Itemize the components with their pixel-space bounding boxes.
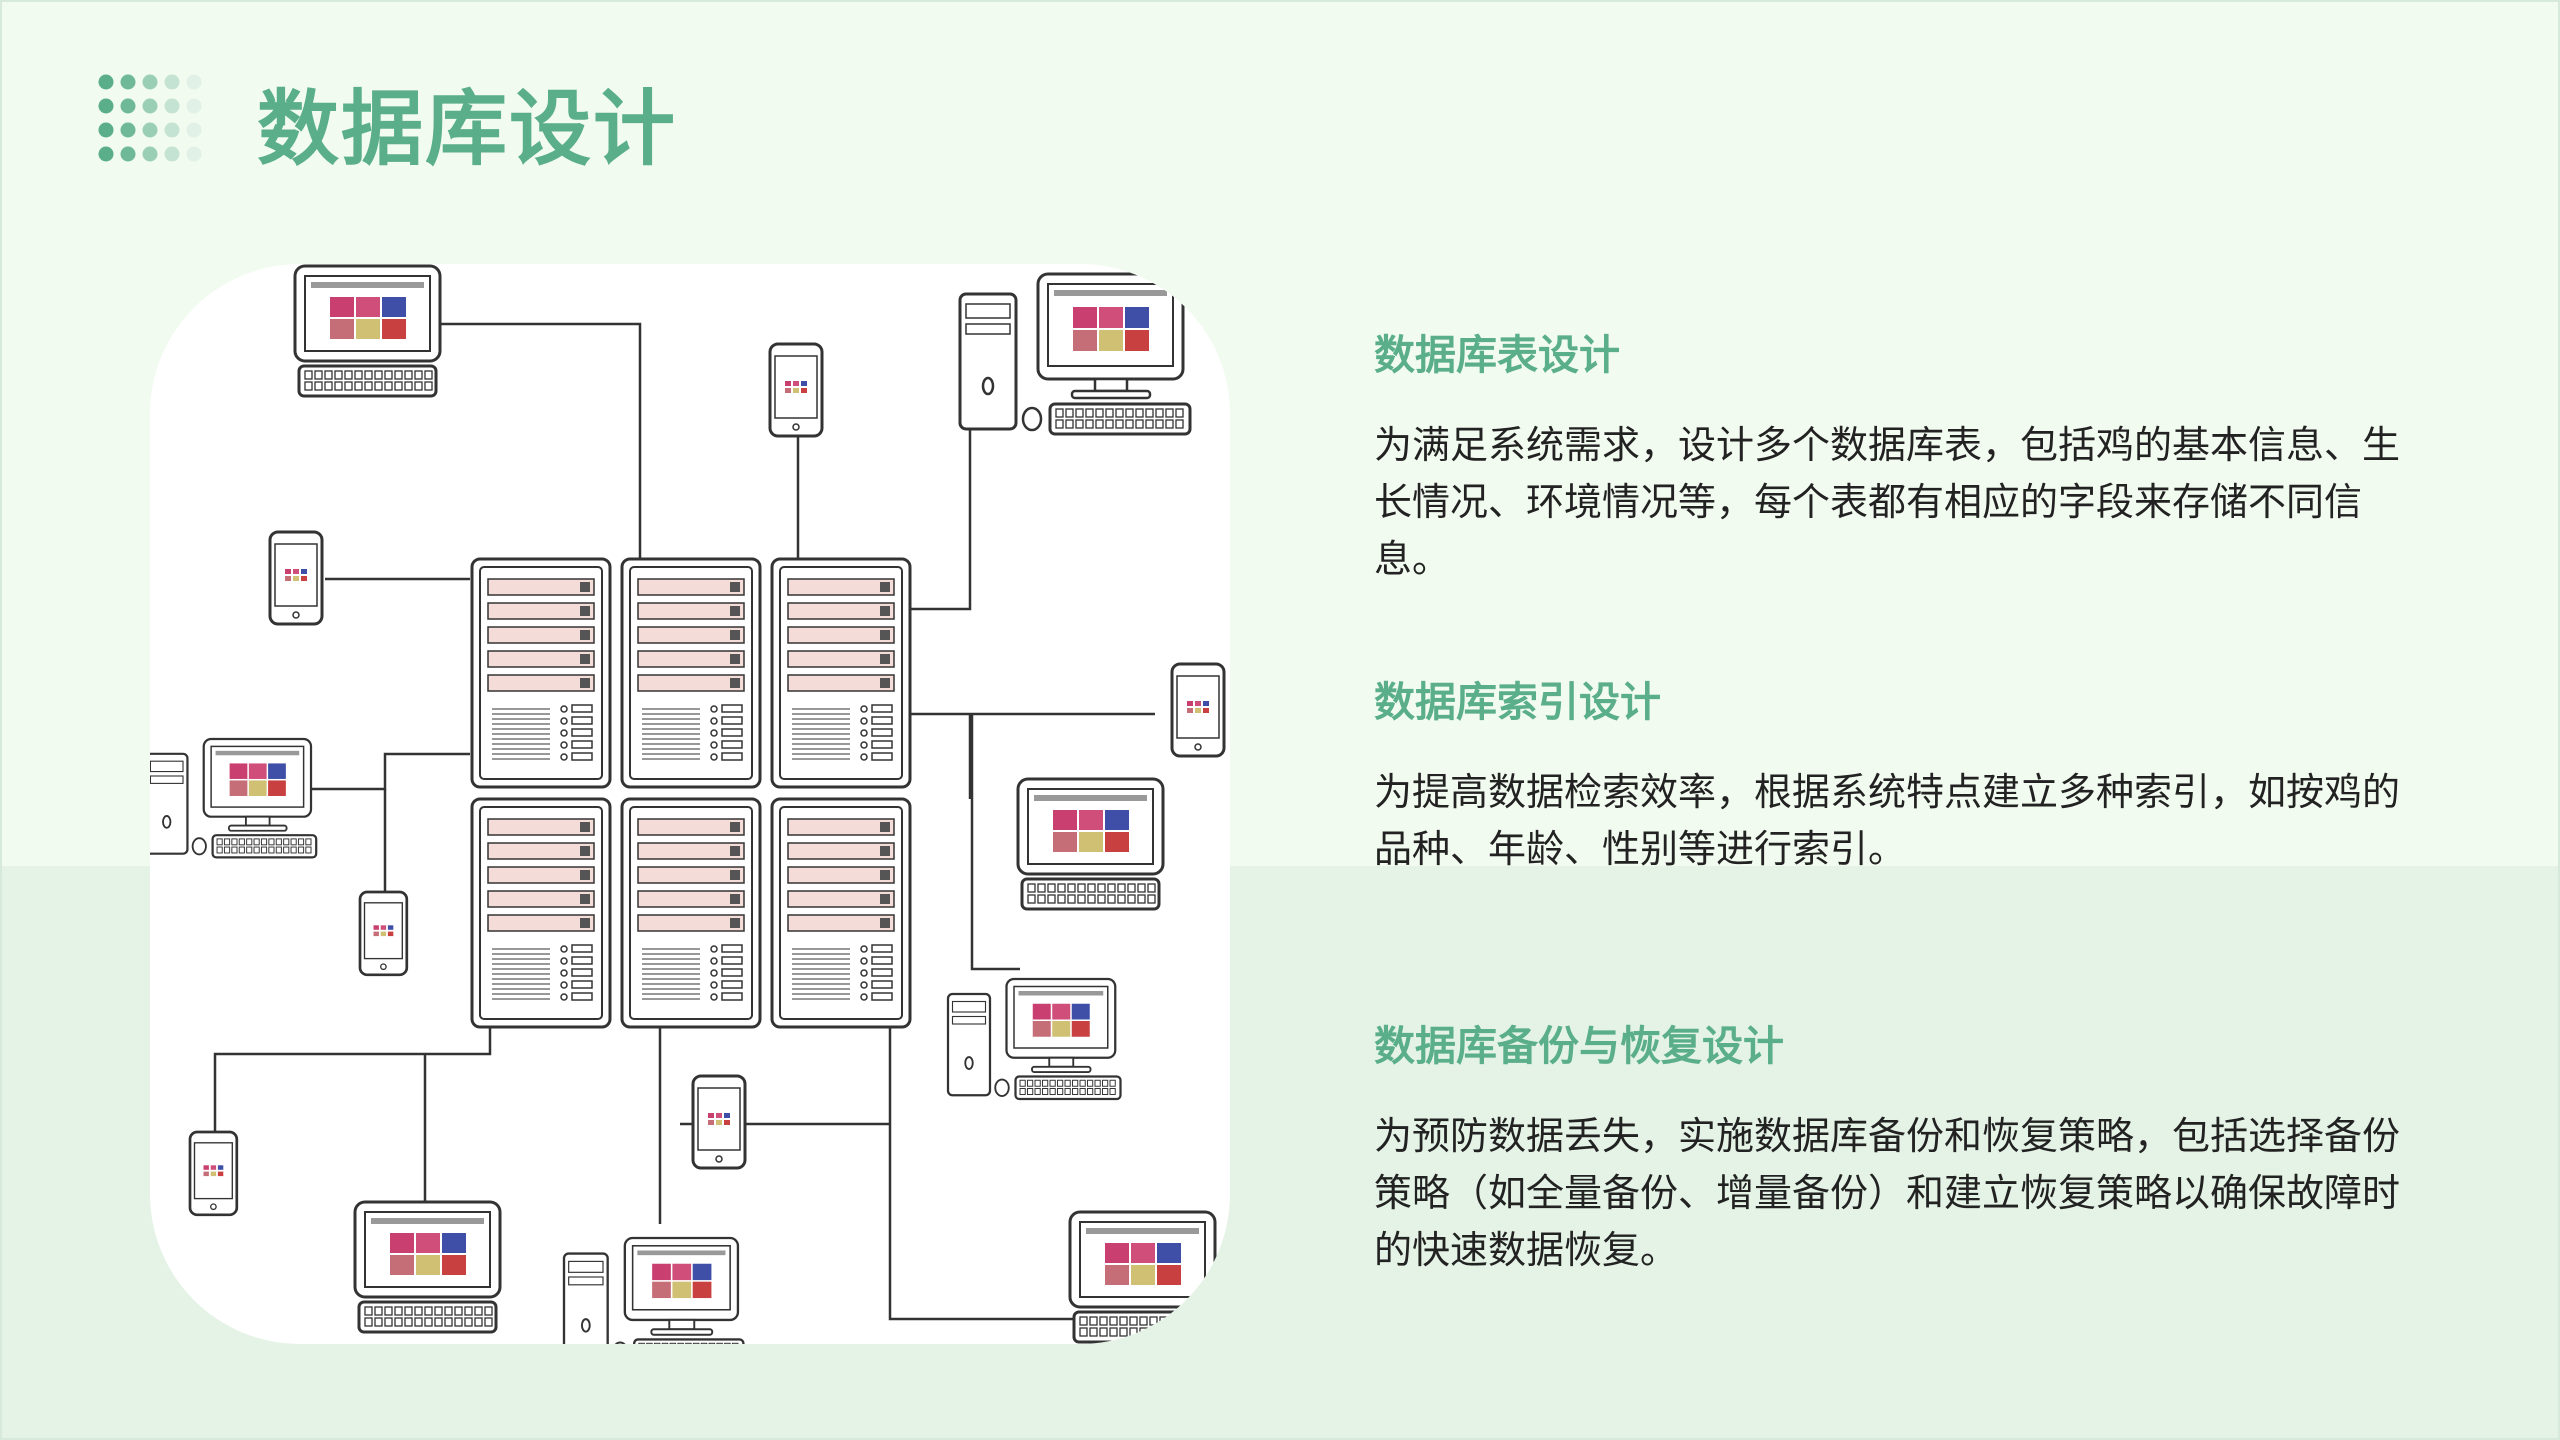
desktop-computer-icon xyxy=(150,737,318,859)
section-heading: 数据库备份与恢复设计 xyxy=(1374,1022,1784,1070)
dot-grid-icon xyxy=(98,74,202,162)
phone-icon xyxy=(188,1130,239,1217)
server-rack-icon xyxy=(620,797,762,1029)
laptop-icon xyxy=(1016,777,1165,911)
laptop-icon xyxy=(353,1200,502,1334)
section-index-design: 数据库索引设计 为提高数据检索效率，根据系统特点建立多种索引，如按鸡的品种、年龄… xyxy=(1374,674,2424,878)
desktop-computer-icon xyxy=(958,272,1192,436)
server-rack-icon xyxy=(770,797,912,1029)
phone-icon xyxy=(768,342,824,438)
phone-icon xyxy=(268,530,324,626)
network-diagram xyxy=(150,264,1226,1344)
server-rack-icon xyxy=(470,557,612,789)
desktop-computer-icon xyxy=(946,977,1122,1101)
server-rack-icon xyxy=(470,797,612,1029)
server-rack-icon xyxy=(770,557,912,789)
connection-lines xyxy=(213,322,1155,1321)
section-heading: 数据库表设计 xyxy=(1374,331,1620,379)
server-rack-icon xyxy=(620,557,762,789)
server-network-illustration xyxy=(150,264,1230,1344)
section-heading: 数据库索引设计 xyxy=(1374,678,1661,726)
desktop-computer-icon xyxy=(562,1236,745,1344)
section-body: 为提高数据检索效率，根据系统特点建立多种索引，如按鸡的品种、年龄、性别等进行索引… xyxy=(1374,770,2401,871)
section-body: 为预防数据丢失，实施数据库备份和恢复策略，包括选择备份策略（如全量备份、增量备份… xyxy=(1374,1114,2401,1272)
phone-icon xyxy=(691,1074,747,1170)
section-table-design: 数据库表设计 为满足系统需求，设计多个数据库表，包括鸡的基本信息、生长情况、环境… xyxy=(1374,327,2424,588)
laptop-icon xyxy=(293,264,442,398)
phone-icon xyxy=(358,890,409,977)
server-rack-group xyxy=(470,557,912,1029)
phone-icon xyxy=(1170,662,1226,758)
laptop-icon xyxy=(1068,1210,1217,1344)
section-body: 为满足系统需求，设计多个数据库表，包括鸡的基本信息、生长情况、环境情况等，每个表… xyxy=(1374,423,2401,581)
section-backup-design: 数据库备份与恢复设计 为预防数据丢失，实施数据库备份和恢复策略，包括选择备份策略… xyxy=(1374,1018,2424,1279)
page-title: 数据库设计 xyxy=(257,82,678,177)
